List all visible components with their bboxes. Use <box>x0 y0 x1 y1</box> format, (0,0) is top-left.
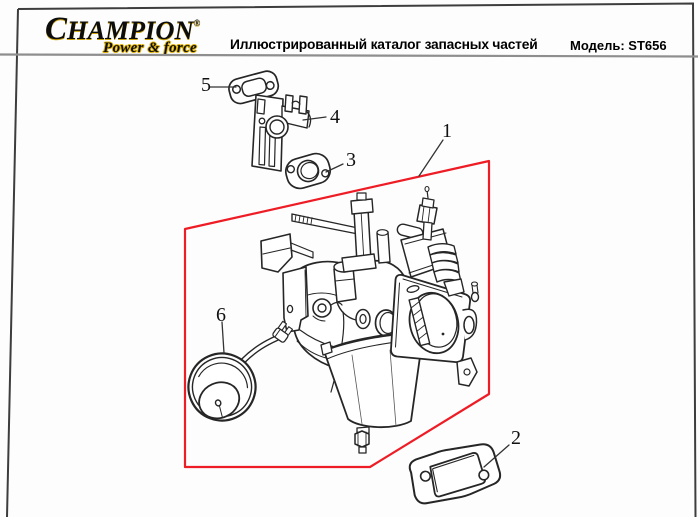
leader-line-1 <box>418 139 444 177</box>
page-border-left <box>6 8 19 517</box>
leader-lines <box>209 86 510 468</box>
page-title: Иллюстрированный каталог запасных частей <box>230 37 538 52</box>
brand-logo: CHAMPION® Power & force <box>45 7 200 57</box>
part-5-gasket <box>228 70 280 105</box>
page-border <box>17 2 697 517</box>
brand-tagline: Power & force <box>103 40 197 56</box>
callout-3: 3 <box>346 149 356 171</box>
carburetor-drawing <box>183 70 510 505</box>
leader-line-6 <box>221 321 225 354</box>
callout-5: 5 <box>201 74 211 96</box>
registered-mark: ® <box>193 18 201 28</box>
callout-1: 1 <box>442 120 452 142</box>
callout-6: 6 <box>216 304 226 326</box>
part-3-gasket <box>284 152 332 190</box>
part-6-primer <box>187 320 294 422</box>
part-4-bracket <box>251 94 312 172</box>
brand-name: CHAMPION® <box>45 7 200 47</box>
leader-line-3 <box>325 163 344 173</box>
leader-line-4 <box>302 116 327 121</box>
leader-line-2 <box>483 444 510 468</box>
brand-wordmark: CHAMPION <box>45 11 194 47</box>
part-1-carburetor <box>260 185 480 454</box>
callout-numbers: 1 2 3 4 5 6 <box>201 74 521 449</box>
model-label: Модель: ST656 <box>570 38 667 53</box>
model-caption: Модель: <box>570 38 625 53</box>
callout-2: 2 <box>511 427 521 449</box>
part-2-gasket <box>408 443 502 505</box>
model-value: ST656 <box>628 38 667 53</box>
callout-4: 4 <box>330 106 340 128</box>
header-separator <box>0 53 699 58</box>
highlight-region <box>183 159 491 469</box>
